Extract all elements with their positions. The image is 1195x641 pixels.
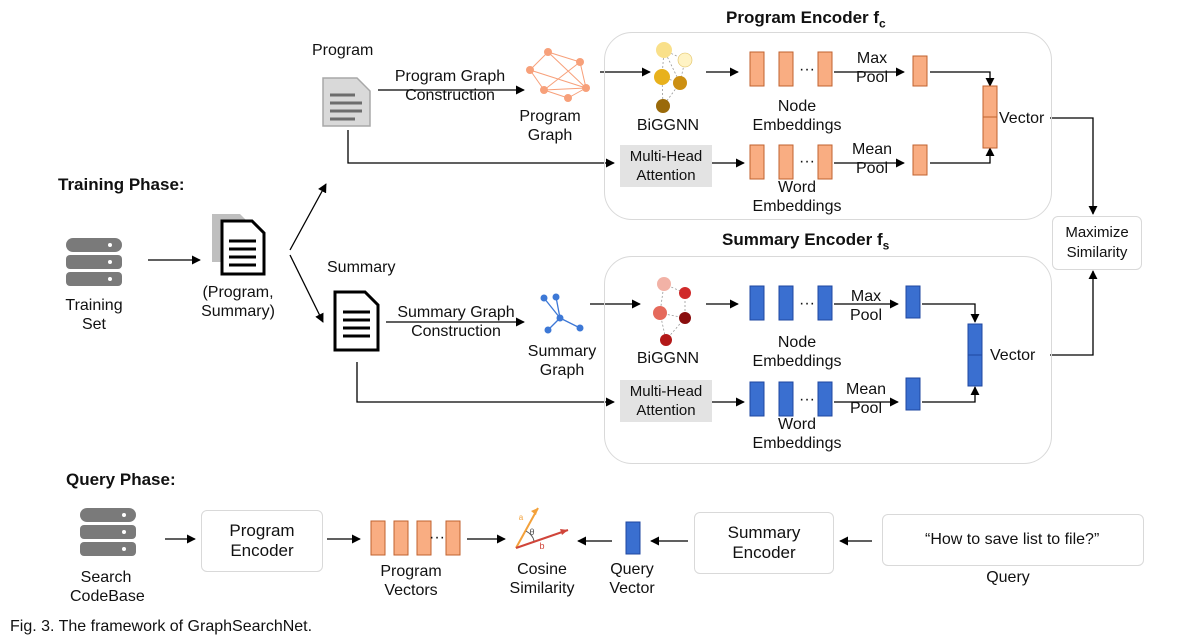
pair-label: (Program, Summary) <box>201 284 275 320</box>
cosine-similarity-label: Cosine Similarity <box>509 561 575 597</box>
ellipsis: ··· <box>799 153 815 170</box>
summary-mean-pool-label: Mean Pool <box>845 381 887 417</box>
program-max-pool-label: Max Pool <box>855 50 889 86</box>
summary-encoder-box: Summary Encoder <box>694 512 834 574</box>
query-text: “How to save list to file?” <box>925 531 1100 548</box>
program-encoder-box: Program Encoder <box>201 510 323 572</box>
document-icon <box>333 290 380 352</box>
program-graph-construction-label: Program Graph Construction <box>394 68 506 104</box>
query-box: “How to save list to file?” <box>882 514 1144 566</box>
ellipsis: ··· <box>429 529 445 546</box>
training-set-label: Training Set <box>65 297 123 333</box>
flow-arrows <box>148 67 1098 546</box>
angle-b-label: b <box>539 541 545 551</box>
document-icon <box>322 77 371 127</box>
program-biggnn-icon <box>654 42 693 113</box>
program-node-embeddings-label: Node Embeddings <box>752 98 842 134</box>
cosine-angle-icon <box>515 507 569 549</box>
program-encoder-title: Program Encoder fc <box>726 8 886 31</box>
program-vector <box>982 85 998 149</box>
ellipsis: ··· <box>799 61 815 78</box>
program-multi-head-attention: Multi-Head Attention <box>620 145 712 187</box>
summary-node-embeddings-label: Node Embeddings <box>752 334 842 370</box>
query-vector <box>625 521 641 555</box>
summary-biggnn-icon <box>653 277 691 346</box>
search-codebase-label: Search CodeBase <box>70 569 145 605</box>
summary-graph-construction-label: Summary Graph Construction <box>397 304 515 340</box>
program-mean-pool-label: Mean Pool <box>851 141 893 177</box>
program-word-embeddings <box>749 144 928 180</box>
theta-label: θ <box>529 527 535 537</box>
program-word-embeddings-label: Word Embeddings <box>752 179 842 215</box>
document-icon <box>212 214 266 276</box>
query-label: Query <box>986 569 1030 586</box>
summary-word-embeddings-label: Word Embeddings <box>752 416 842 452</box>
database-icon <box>66 238 122 286</box>
program-biggnn-label: BiGGNN <box>636 117 700 134</box>
summary-encoder-panel <box>604 256 1052 464</box>
summary-vector <box>967 323 983 387</box>
program-label: Program <box>312 42 374 59</box>
summary-word-embeddings <box>749 377 921 417</box>
query-phase-label: Query Phase: <box>66 470 176 489</box>
program-vectors-label: Program Vectors <box>380 563 442 599</box>
ellipsis: ··· <box>799 295 815 312</box>
summary-max-pool-label: Max Pool <box>849 288 883 324</box>
summary-graph-icon <box>540 293 584 334</box>
program-encoder-panel <box>604 32 1052 220</box>
database-icon <box>80 508 136 556</box>
maximize-similarity-box: Maximize Similarity <box>1052 216 1142 270</box>
angle-a-label: a <box>518 513 524 522</box>
training-phase-label: Training Phase: <box>58 175 185 194</box>
program-vector-label: Vector <box>999 110 1045 127</box>
program-vectors <box>370 520 461 556</box>
summary-node-embeddings <box>749 285 921 321</box>
figure-caption: Fig. 3. The framework of GraphSearchNet. <box>10 618 313 635</box>
program-node-embeddings <box>749 51 928 87</box>
query-vector-label: Query Vector <box>609 561 655 597</box>
summary-label: Summary <box>327 259 396 276</box>
summary-vector-label: Vector <box>990 347 1036 364</box>
summary-graph-label: Summary Graph <box>527 343 597 379</box>
program-graph-label: Program Graph <box>519 108 581 144</box>
summary-multi-head-attention: Multi-Head Attention <box>620 380 712 422</box>
summary-encoder-title: Summary Encoder fs <box>722 230 890 253</box>
ellipsis: ··· <box>799 391 815 408</box>
program-graph-icon <box>526 48 590 102</box>
summary-biggnn-label: BiGGNN <box>636 350 700 367</box>
